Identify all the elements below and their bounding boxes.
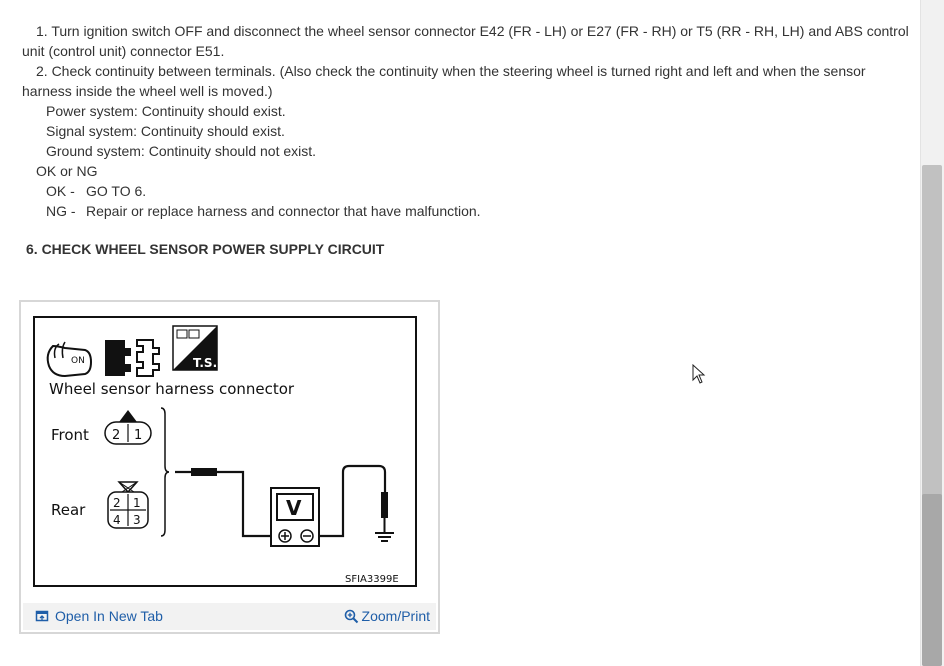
ok-label: OK - [46,183,75,199]
open-in-new-tab-icon [35,610,49,622]
ignition-on-icon: ON [46,341,93,378]
probe-wire-negative [319,464,387,538]
test-sheet-icon: T.S. [172,325,218,371]
zoom-print-label: Zoom/Print [361,608,430,624]
section-heading: 6. CHECK WHEEL SENSOR POWER SUPPLY CIRCU… [26,241,385,257]
ok-or-ng-label: OK or NG [36,163,98,179]
wiring-diagram[interactable]: ON T.S. Wheel sensor harness connector F… [33,316,418,588]
signal-system-check: Signal system: Continuity should exist. [46,123,285,139]
voltmeter-icon: V [270,487,320,547]
front-label: Front [51,426,89,444]
scrollbar-thumb[interactable] [922,494,942,666]
open-in-new-tab-label: Open In New Tab [55,608,163,624]
figure-code: SFIA3399E [345,574,399,585]
rear-pin-2: 2 [113,496,121,510]
mouse-cursor-icon [692,364,706,384]
rear-pin-3: 3 [133,513,141,527]
zoom-print-link[interactable]: Zoom/Print [344,608,430,624]
ng-label: NG - [46,203,76,219]
figure-container: ON T.S. Wheel sensor harness connector F… [19,300,440,634]
rear-pin-1: 1 [133,496,141,510]
ts-label: T.S. [193,356,217,370]
rear-pin-4: 4 [113,513,121,527]
open-in-new-tab-link[interactable]: Open In New Tab [35,608,163,624]
front-pin-2: 2 [112,428,120,443]
vertical-scrollbar[interactable] [920,0,944,666]
step-2-text: 2. Check continuity between terminals. (… [36,63,866,79]
connector-bracket [160,407,170,537]
step-2-text-cont: harness inside the wheel well is moved.) [22,83,273,99]
rear-label: Rear [51,501,86,519]
front-pin-1: 1 [134,428,142,443]
procedure-text: 1. Turn ignition switch OFF and disconne… [22,21,912,221]
step-1-text: 1. Turn ignition switch OFF and disconne… [36,23,909,39]
on-label: ON [71,356,85,366]
rear-connector: 2 1 4 3 [107,481,149,529]
ground-icon [375,532,394,542]
connector-icon [105,339,160,377]
ok-result: OK - GO TO 6. [22,181,912,201]
ok-action: GO TO 6. [86,183,147,199]
step-1-text-cont: unit (control unit) connector E51. [22,43,225,59]
ground-system-check: Ground system: Continuity should not exi… [46,143,317,159]
power-system-check: Power system: Continuity should exist. [46,103,286,119]
ng-action: Repair or replace harness and connector … [86,203,481,219]
probe-negative [381,492,388,518]
diagram-frame [33,316,417,587]
figure-footer: Open In New Tab Zoom/Print [23,603,436,630]
front-connector: 2 1 [104,410,152,445]
connector-title: Wheel sensor harness connector [49,380,295,398]
meter-label: V [286,496,302,520]
probe-positive [191,468,217,476]
magnifier-plus-icon [344,609,358,623]
ng-result: NG - Repair or replace harness and connec… [22,201,912,221]
